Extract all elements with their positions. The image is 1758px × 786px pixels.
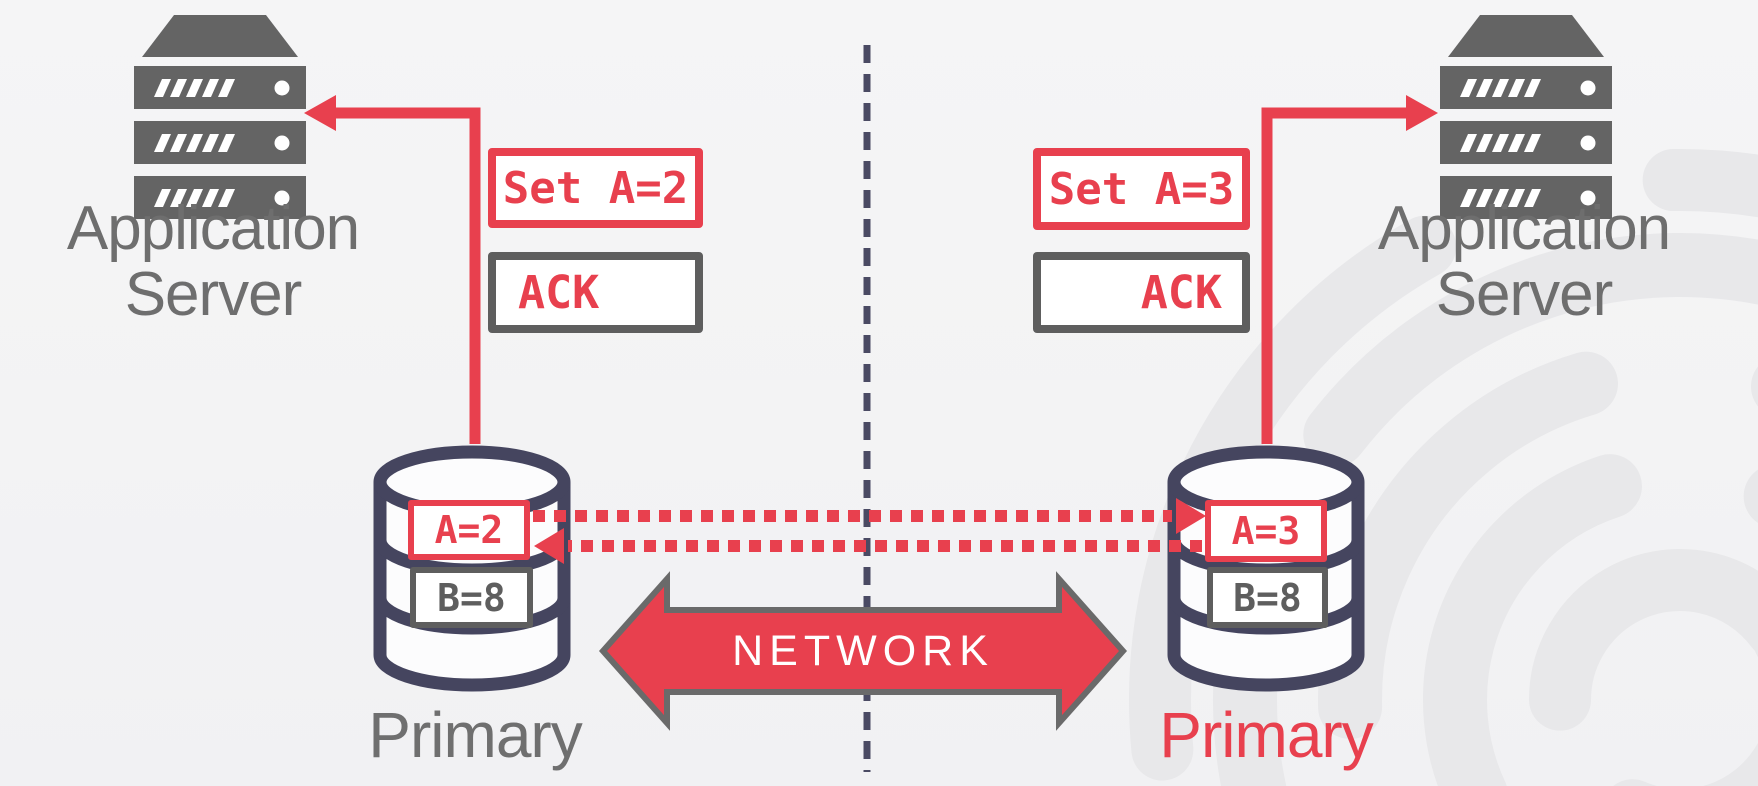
db-value-a-left: A=2 xyxy=(408,500,530,560)
db-value-a-right: A=3 xyxy=(1205,500,1327,562)
replication-arrow-left-to-right xyxy=(533,498,1206,534)
ack-right-label: ACK xyxy=(1140,266,1222,319)
set-command-left-label: Set A=2 xyxy=(502,162,689,214)
replication-arrow-right-to-left xyxy=(534,528,1202,564)
app-server-label-left: Application Server xyxy=(0,196,428,328)
db-value-b-left-label: B=8 xyxy=(437,575,506,620)
db-role-label-left: Primary xyxy=(368,699,582,771)
network-arrow-label: NETWORK xyxy=(732,627,994,675)
server-rack-icon-right xyxy=(1440,15,1612,219)
db-value-b-right: B=8 xyxy=(1207,567,1328,628)
db-value-b-right-label: B=8 xyxy=(1233,575,1302,620)
app-server-label-left-line1: Application xyxy=(66,194,360,263)
swirl-watermark-icon xyxy=(1129,149,1758,786)
app-server-label-right-line1: Application xyxy=(1377,194,1671,263)
ack-box-right: ACK xyxy=(1033,252,1250,333)
app-server-label-right-line2: Server xyxy=(1435,260,1614,329)
app-server-label-left-line2: Server xyxy=(124,260,303,329)
db-role-label-right: Primary xyxy=(1159,699,1373,771)
network-arrow xyxy=(598,571,1128,731)
write-arrow-left xyxy=(304,95,481,444)
ack-box-left: ACK xyxy=(488,252,703,333)
db-value-a-right-label: A=3 xyxy=(1231,509,1301,553)
server-rack-icon-left xyxy=(134,15,306,219)
ack-left-label: ACK xyxy=(518,266,600,319)
set-command-box-right: Set A=3 xyxy=(1033,148,1250,230)
set-command-box-left: Set A=2 xyxy=(488,148,703,228)
write-arrow-right xyxy=(1261,95,1438,444)
db-value-b-left: B=8 xyxy=(410,567,533,628)
db-value-a-left-label: A=2 xyxy=(434,508,504,552)
set-command-right-label: Set A=3 xyxy=(1048,163,1235,215)
app-server-label-right: Application Server xyxy=(1309,196,1739,328)
